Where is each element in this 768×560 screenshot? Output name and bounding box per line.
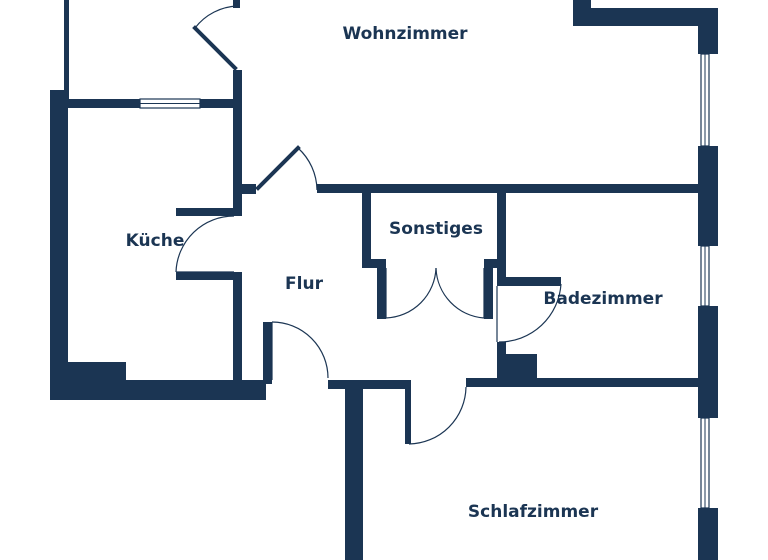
room-label-sonstiges: Sonstiges (389, 219, 483, 239)
wall-east-2 (698, 146, 718, 246)
wall-schlaf-west (345, 380, 363, 560)
wall-kitchen-south (50, 380, 266, 400)
wall-sonstiges-west (362, 192, 371, 264)
wall-sonstiges-east (497, 192, 506, 282)
wall-sonstiges-east-jamb (484, 259, 506, 268)
wall-schlaf-door-jamb (405, 380, 411, 444)
wall-flur-stub (242, 184, 256, 194)
window-bad-east (700, 245, 710, 307)
walls (50, 0, 718, 560)
doors (175, 0, 562, 445)
wall-bad-door-jamb (497, 277, 561, 286)
wall-east-3 (698, 306, 718, 418)
window-wohnzimmer-east (700, 53, 710, 147)
wall-flur-west-lower (263, 322, 272, 384)
room-label-wohnzimmer: Wohnzimmer (342, 24, 468, 44)
wall-bad-south (466, 378, 700, 387)
window-kitchen-north (139, 98, 201, 109)
wall-kitchen-east-upper (233, 70, 242, 216)
door-sonstiges-double (385, 267, 485, 319)
wall-kitchen-door-jamb-lower (176, 272, 242, 280)
door-badezimmer (496, 283, 562, 343)
wall-top-right-ledge (573, 8, 718, 26)
wall-sonstiges-west-jamb (362, 259, 384, 268)
door-kitchen (175, 215, 235, 273)
wall-bad-corner-block (497, 354, 537, 380)
wall-sonstiges-west-lower (377, 259, 386, 319)
windows (139, 53, 710, 509)
wall-kitchen-corner-block (68, 362, 126, 384)
wall-kitchen-door-jamb-upper (176, 208, 242, 216)
door-wohnzimmer (255, 145, 318, 191)
wall-upper-left-room (64, 0, 69, 100)
wall-kitchen-east-lower (233, 272, 242, 384)
room-label-kueche: Küche (125, 231, 185, 251)
wall-east-1 (698, 8, 718, 54)
room-label-badezimmer: Badezimmer (543, 289, 663, 309)
room-label-schlafzimmer: Schlafzimmer (467, 502, 599, 522)
room-label-flur: Flur (285, 274, 323, 294)
door-upper-left-room (192, 0, 240, 71)
door-flur-west (271, 321, 329, 380)
wall-east-4 (698, 508, 718, 560)
door-schlafzimmer (408, 386, 467, 445)
wall-wohnzimmer-south (317, 184, 701, 193)
wall-kitchen-west (50, 90, 68, 400)
window-schlaf-east (700, 417, 710, 509)
wall-sonstiges-east-lower (484, 259, 493, 319)
wall-flur-south-left (328, 380, 409, 389)
